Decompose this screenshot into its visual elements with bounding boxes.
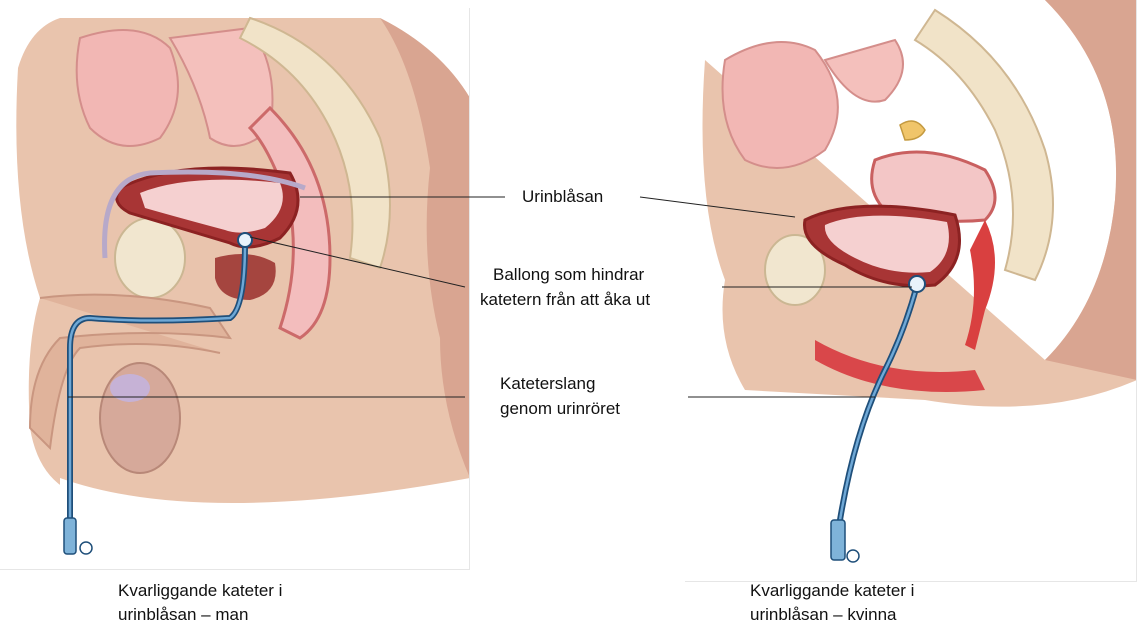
male-caption-line1: Kvarliggande kateter i — [118, 580, 282, 602]
balloon-label-line1: Ballong som hindrar — [493, 264, 644, 286]
female-pelvis-drawing — [685, 0, 1137, 582]
female-anatomy-illustration — [685, 0, 1137, 582]
bladder-label: Urinblåsan — [522, 186, 603, 208]
female-caption-line2: urinblåsan – kvinna — [750, 604, 896, 626]
tube-label-line1: Kateterslang — [500, 373, 595, 395]
male-caption-line2: urinblåsan – man — [118, 604, 248, 626]
male-pelvis-drawing — [0, 8, 470, 570]
balloon-label-line2: katetern från att åka ut — [480, 289, 650, 311]
tube-label-line2: genom urinröret — [500, 398, 620, 420]
female-caption-line1: Kvarliggande kateter i — [750, 580, 914, 602]
male-anatomy-illustration — [0, 8, 470, 570]
